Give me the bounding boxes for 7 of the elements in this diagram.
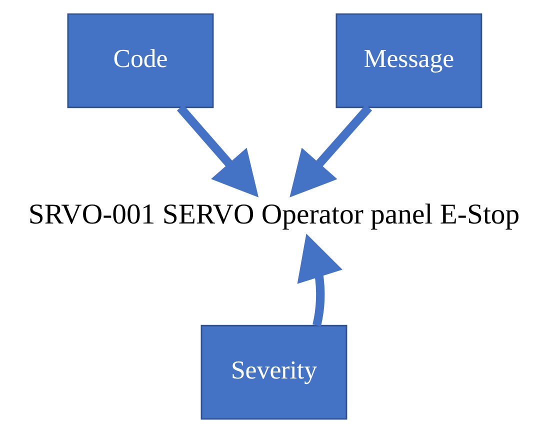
node-box: Severity [200,324,348,420]
node-text: SRVO-001 SERVO Operator panel E-Stop [28,198,520,231]
node-box: Message [336,13,482,108]
arrow [297,234,342,326]
arrow [176,104,259,198]
node-box: Code [67,13,214,108]
arrow [290,104,372,198]
